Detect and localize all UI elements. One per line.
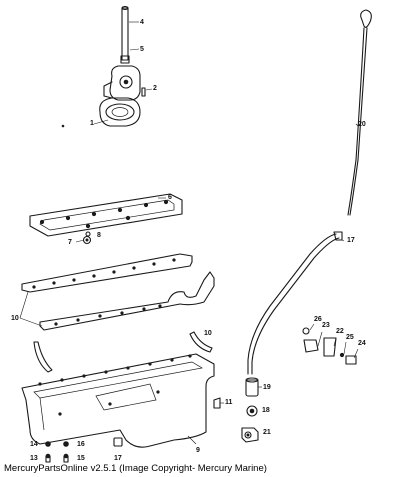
callout-20: 20 bbox=[358, 121, 366, 128]
callout-26: 26 bbox=[314, 316, 322, 323]
callout-15: 15 bbox=[77, 455, 85, 462]
callout-4: 4 bbox=[140, 19, 144, 26]
part-17-drain-plug bbox=[113, 437, 123, 447]
callout-17-plug: 17 bbox=[114, 455, 122, 462]
callout-10-left: 10 bbox=[11, 315, 19, 322]
callout-23: 23 bbox=[322, 322, 330, 329]
callout-25: 25 bbox=[346, 334, 354, 341]
callout-22: 22 bbox=[336, 328, 344, 335]
part-4-pickup-tube bbox=[121, 5, 139, 61]
callout-17-tube: 17 bbox=[347, 237, 355, 244]
part-21-fitting bbox=[241, 427, 259, 443]
callout-1: 1 bbox=[90, 120, 94, 127]
callout-16: 16 bbox=[77, 441, 85, 448]
callout-18: 18 bbox=[262, 407, 270, 414]
part-17-dipstick-tube bbox=[247, 231, 345, 375]
callout-8: 8 bbox=[97, 232, 101, 239]
callout-10-right: 10 bbox=[204, 330, 212, 337]
callout-9: 9 bbox=[196, 447, 200, 454]
part-6-windage-tray bbox=[29, 193, 183, 237]
part-13-16-bolts bbox=[45, 441, 69, 463]
callout-7: 7 bbox=[68, 239, 72, 246]
part-20-dipstick bbox=[347, 9, 372, 216]
part-5-sleeve bbox=[120, 48, 140, 64]
part-7-8-fasteners bbox=[75, 231, 92, 245]
callout-24: 24 bbox=[358, 340, 366, 347]
part-10-gaskets bbox=[19, 253, 215, 373]
copyright-caption: MercuryPartsOnline v2.5.1 (Image Copyrig… bbox=[4, 463, 267, 474]
callout-13: 13 bbox=[30, 455, 38, 462]
part-18-nut bbox=[246, 405, 258, 417]
part-2-pin bbox=[141, 87, 153, 97]
callout-14: 14 bbox=[30, 441, 38, 448]
part-22-26-clip bbox=[302, 323, 359, 365]
callout-21: 21 bbox=[263, 429, 271, 436]
callout-11: 11 bbox=[225, 399, 233, 406]
callout-6: 6 bbox=[168, 194, 172, 201]
part-11-plug bbox=[213, 397, 224, 409]
callout-19: 19 bbox=[263, 384, 271, 391]
callout-5: 5 bbox=[140, 46, 144, 53]
part-1-oil-pump bbox=[93, 65, 141, 127]
part-9-oil-pan bbox=[21, 353, 215, 448]
part-19-sleeve bbox=[245, 377, 262, 397]
callout-2: 2 bbox=[153, 85, 157, 92]
